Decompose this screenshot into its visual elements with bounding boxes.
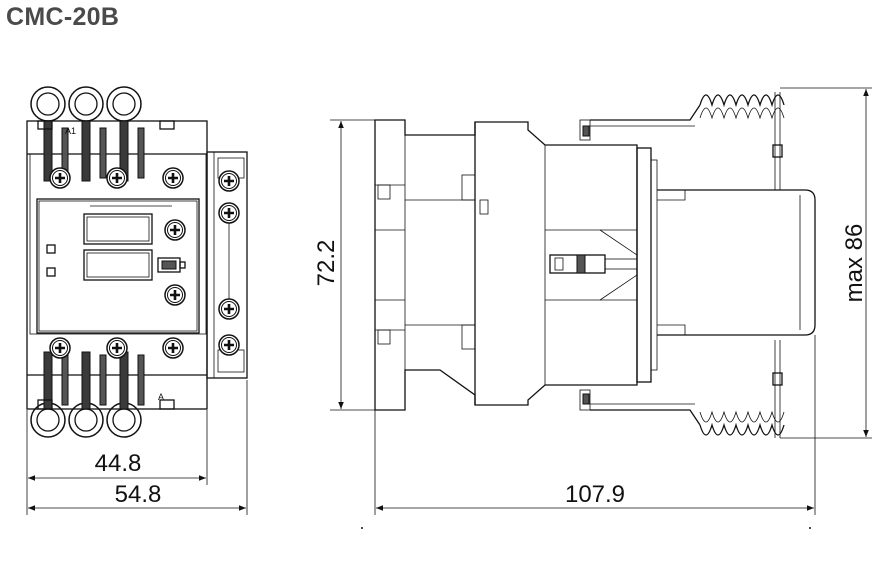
spring-coil-top bbox=[699, 94, 785, 108]
ring-terminal-top-3 bbox=[106, 86, 142, 122]
side-view bbox=[374, 92, 816, 438]
ring-terminal-top-1 bbox=[30, 86, 66, 122]
contactor-body-side bbox=[374, 119, 638, 411]
screw-icon bbox=[105, 166, 129, 190]
dimension-inner-width: 44.8 bbox=[95, 450, 142, 477]
dimension-height: 72.2 bbox=[313, 240, 340, 287]
contact-module bbox=[36, 198, 200, 334]
front-dimensions: 44.8 54.8 bbox=[26, 380, 248, 515]
screw-icon bbox=[217, 333, 241, 357]
ring-terminal-top-2 bbox=[68, 86, 104, 122]
screw-icon bbox=[105, 336, 129, 360]
screw-icon bbox=[163, 218, 187, 242]
terminal-mark-a2: A bbox=[158, 392, 164, 402]
screw-icon bbox=[48, 166, 72, 190]
screw-icon bbox=[48, 336, 72, 360]
discharge-resistor-body bbox=[657, 189, 816, 336]
screw-icon bbox=[217, 297, 241, 321]
side-dimensions: 72.2 max 86 107.9 bbox=[313, 87, 872, 529]
dimension-max-height: max 86 bbox=[841, 224, 868, 303]
dimension-depth: 107.9 bbox=[565, 481, 625, 508]
dimension-outer-width: 54.8 bbox=[115, 481, 162, 508]
screw-icon bbox=[161, 336, 185, 360]
front-plate bbox=[636, 147, 652, 383]
terminal-mark-a1: A1 bbox=[65, 126, 76, 136]
screw-icon bbox=[161, 166, 185, 190]
aux-contact-block bbox=[206, 151, 248, 379]
spring-coil-bottom bbox=[699, 422, 785, 436]
screw-icon bbox=[163, 283, 187, 307]
screw-icon bbox=[217, 169, 241, 193]
model-title: CMC-20B bbox=[6, 3, 120, 31]
indicator-window-bottom bbox=[83, 249, 153, 281]
front-view: A1 A bbox=[26, 86, 248, 438]
indicator-window-top bbox=[83, 213, 153, 245]
screw-icon bbox=[217, 201, 241, 225]
